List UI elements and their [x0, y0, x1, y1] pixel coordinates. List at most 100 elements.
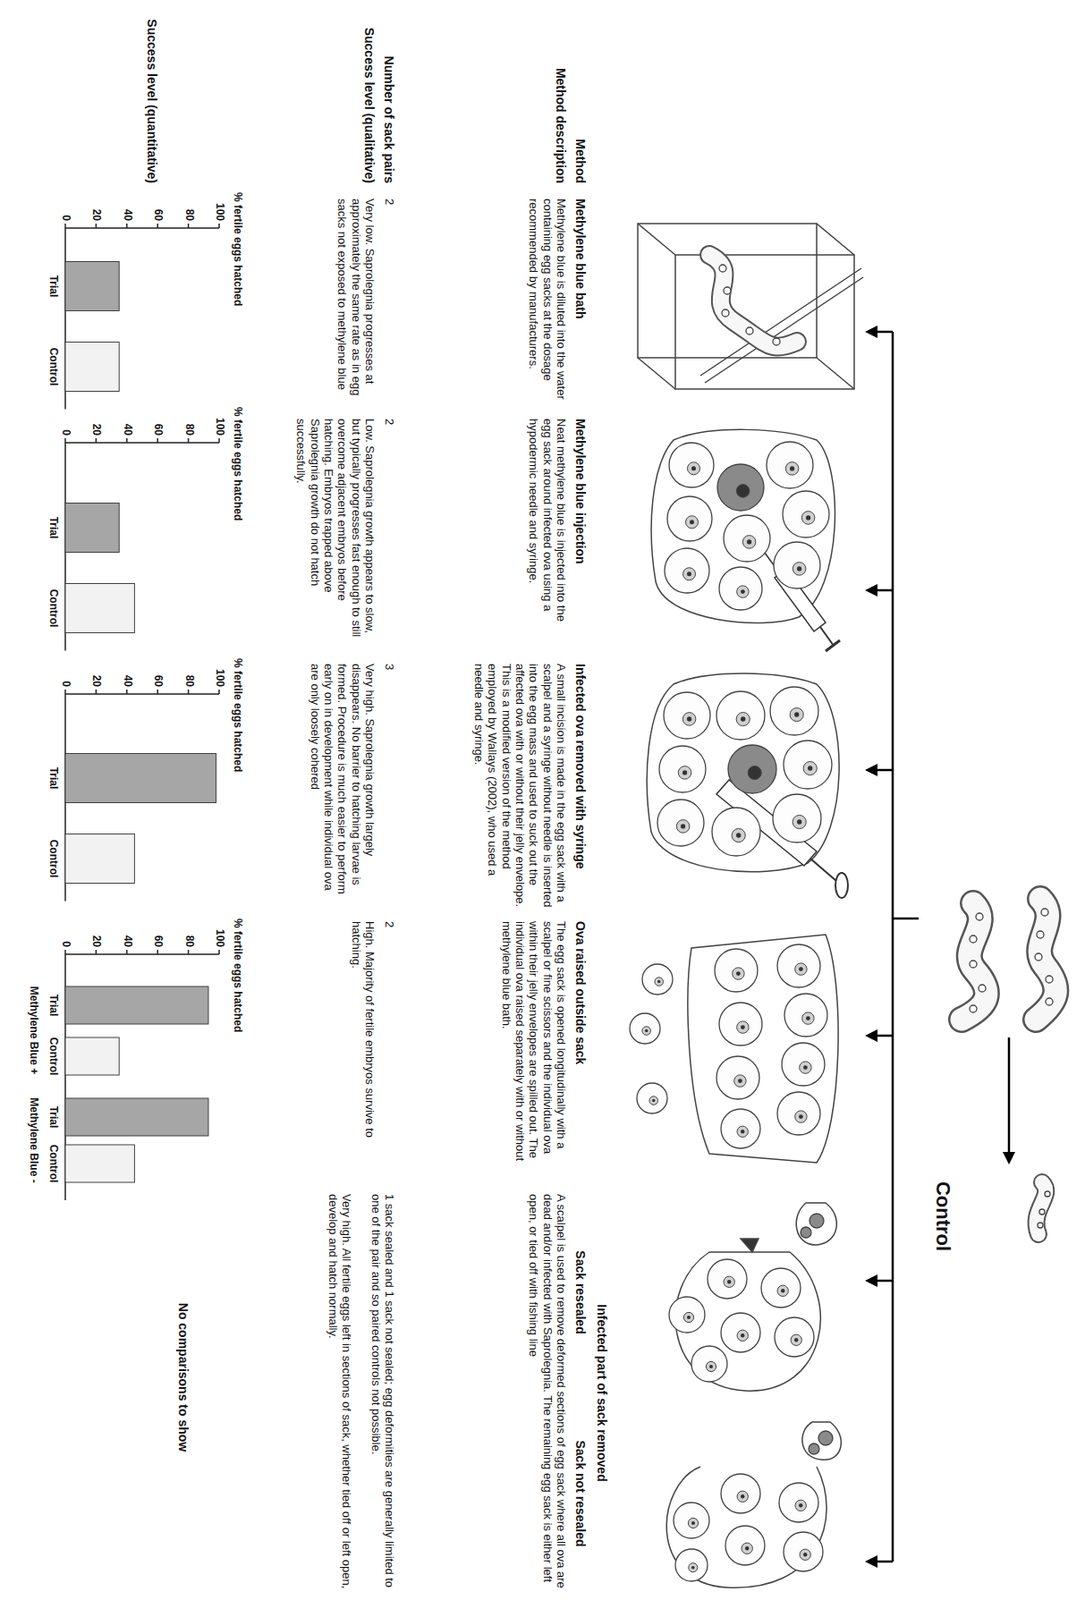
bar-charts-part — [187, 949, 190, 955]
bar-charts-part — [156, 949, 159, 955]
text-label: Very high. Saprolegnia growth largely di… — [307, 663, 377, 910]
chart-label: 60 — [152, 188, 165, 221]
ova-drawing-part — [714, 949, 758, 992]
bar-charts-part — [187, 223, 190, 229]
bar-charts-part — [65, 834, 135, 884]
ova-drawing-part — [691, 1566, 696, 1570]
ova-drawing-part — [740, 1494, 745, 1499]
bar-charts-part — [126, 223, 128, 229]
syringe-drawing-part — [835, 873, 848, 899]
egg-sack-drawing-part — [1035, 898, 1056, 1020]
heading-label: Infected part of sack removed — [593, 1194, 610, 1593]
ova-drawing-part — [794, 712, 799, 717]
text-label: A scalpel is used to remove deformed sec… — [526, 1194, 568, 1593]
ova-drawing-part — [1044, 1191, 1051, 1197]
ova-drawing-part — [742, 535, 756, 550]
text-label: Control — [931, 1162, 955, 1271]
chart-label: % fertile eggs hatched — [231, 918, 245, 1098]
ova-drawing-part — [1034, 953, 1043, 961]
chart-label: Trial — [47, 751, 60, 806]
ova-drawing-part — [725, 1525, 765, 1566]
bar-charts-part — [218, 949, 221, 955]
ova-drawing-part — [975, 913, 984, 921]
ova-drawing-part — [1037, 1222, 1043, 1229]
bar-charts-part — [65, 584, 135, 634]
ova-drawing-part — [747, 765, 762, 780]
ova-drawing-part — [978, 984, 986, 992]
ova-drawing-part — [673, 1502, 710, 1539]
chart-label: Control — [47, 339, 60, 394]
ova-drawing-part — [719, 1002, 763, 1046]
heading-label: Success level (quantitative) — [144, 4, 160, 184]
ova-drawing-part — [777, 944, 821, 988]
ova-drawing-part — [795, 1500, 806, 1511]
ova-drawing-part — [686, 716, 692, 721]
heading-label: Method description — [552, 4, 568, 184]
chart-label: 80 — [182, 188, 195, 221]
bar-charts-part — [64, 689, 67, 695]
bar-charts-part — [156, 223, 159, 229]
tank-drawing — [637, 223, 864, 390]
method-tree-arrows-part — [891, 331, 895, 1562]
heading-label: Methylene blue injection — [572, 418, 588, 649]
ova-drawing-part — [719, 264, 727, 272]
ova-drawing-part — [781, 1042, 825, 1086]
ova-drawing-part — [799, 1061, 812, 1074]
tank-drawing-part — [637, 357, 676, 390]
method-tree-arrows-part — [1008, 1037, 1011, 1154]
ova-drawing-part — [652, 1099, 655, 1102]
egg-sack-drawing-part — [1036, 1182, 1047, 1235]
bar-charts-part — [95, 438, 98, 443]
ova-drawing-part — [686, 1315, 691, 1320]
ova-drawing-part — [789, 707, 804, 721]
ova-drawing-part — [709, 1364, 713, 1369]
ova-drawing-part — [789, 466, 795, 471]
ova-drawing-part — [723, 287, 731, 295]
ova-drawing-part — [736, 484, 750, 499]
text-label: High. Majority of fertile embryos surviv… — [348, 921, 377, 1172]
ova-drawing-part — [785, 462, 799, 476]
chart-label: 100 — [213, 403, 227, 436]
bar-charts-part — [65, 262, 119, 312]
ova-drawing-part — [969, 1005, 977, 1013]
bar-charts-part — [218, 438, 221, 443]
ova-drawing-part — [783, 740, 832, 789]
ova-drawing-part — [719, 567, 763, 611]
ova-drawing-part — [731, 828, 746, 842]
chart-label: Control — [47, 1029, 60, 1084]
bar-charts-part — [65, 953, 220, 956]
chart-label: 20 — [90, 654, 103, 687]
ova-drawing-part — [807, 765, 813, 771]
syringe-drawing-part — [810, 858, 837, 882]
method-tree-arrows-part — [1002, 1152, 1016, 1165]
ova-drawing-part — [777, 1285, 789, 1297]
ova-drawing-part — [808, 1443, 820, 1455]
ova-drawing-part — [642, 1026, 652, 1036]
ova-drawing-part — [802, 1012, 814, 1025]
egg-sack-outlines-part — [740, 1238, 759, 1253]
ova-drawing-part — [779, 1483, 819, 1523]
ova-drawing-part — [705, 1361, 716, 1372]
bar-charts-part — [95, 949, 98, 955]
ova-drawing-part — [1045, 975, 1053, 984]
ova-drawing-part — [682, 770, 687, 775]
bar-charts-part — [65, 1144, 135, 1183]
text-label: Methylene blue is diluted into the water… — [526, 198, 568, 409]
ova-drawing-part — [740, 1025, 746, 1030]
ova-drawing-part — [800, 1227, 812, 1238]
syringe-drawing-part — [825, 640, 840, 652]
ova-drawing-part — [686, 516, 699, 529]
ova-drawing-part — [663, 692, 711, 739]
bar-charts-part — [95, 223, 98, 229]
ova-drawing-part — [780, 1288, 785, 1293]
chart-label: % fertile eggs hatched — [231, 658, 245, 838]
chart-label: % fertile eggs hatched — [231, 192, 245, 372]
ova-drawing-part — [796, 819, 802, 824]
syringe-drawing — [716, 525, 848, 899]
ova-drawing-part — [792, 814, 806, 829]
ova-drawing-part — [691, 1346, 728, 1382]
ova-drawing-part — [795, 1110, 807, 1123]
chart-label: Trial — [47, 500, 60, 555]
ova-drawing-part — [687, 1517, 698, 1528]
